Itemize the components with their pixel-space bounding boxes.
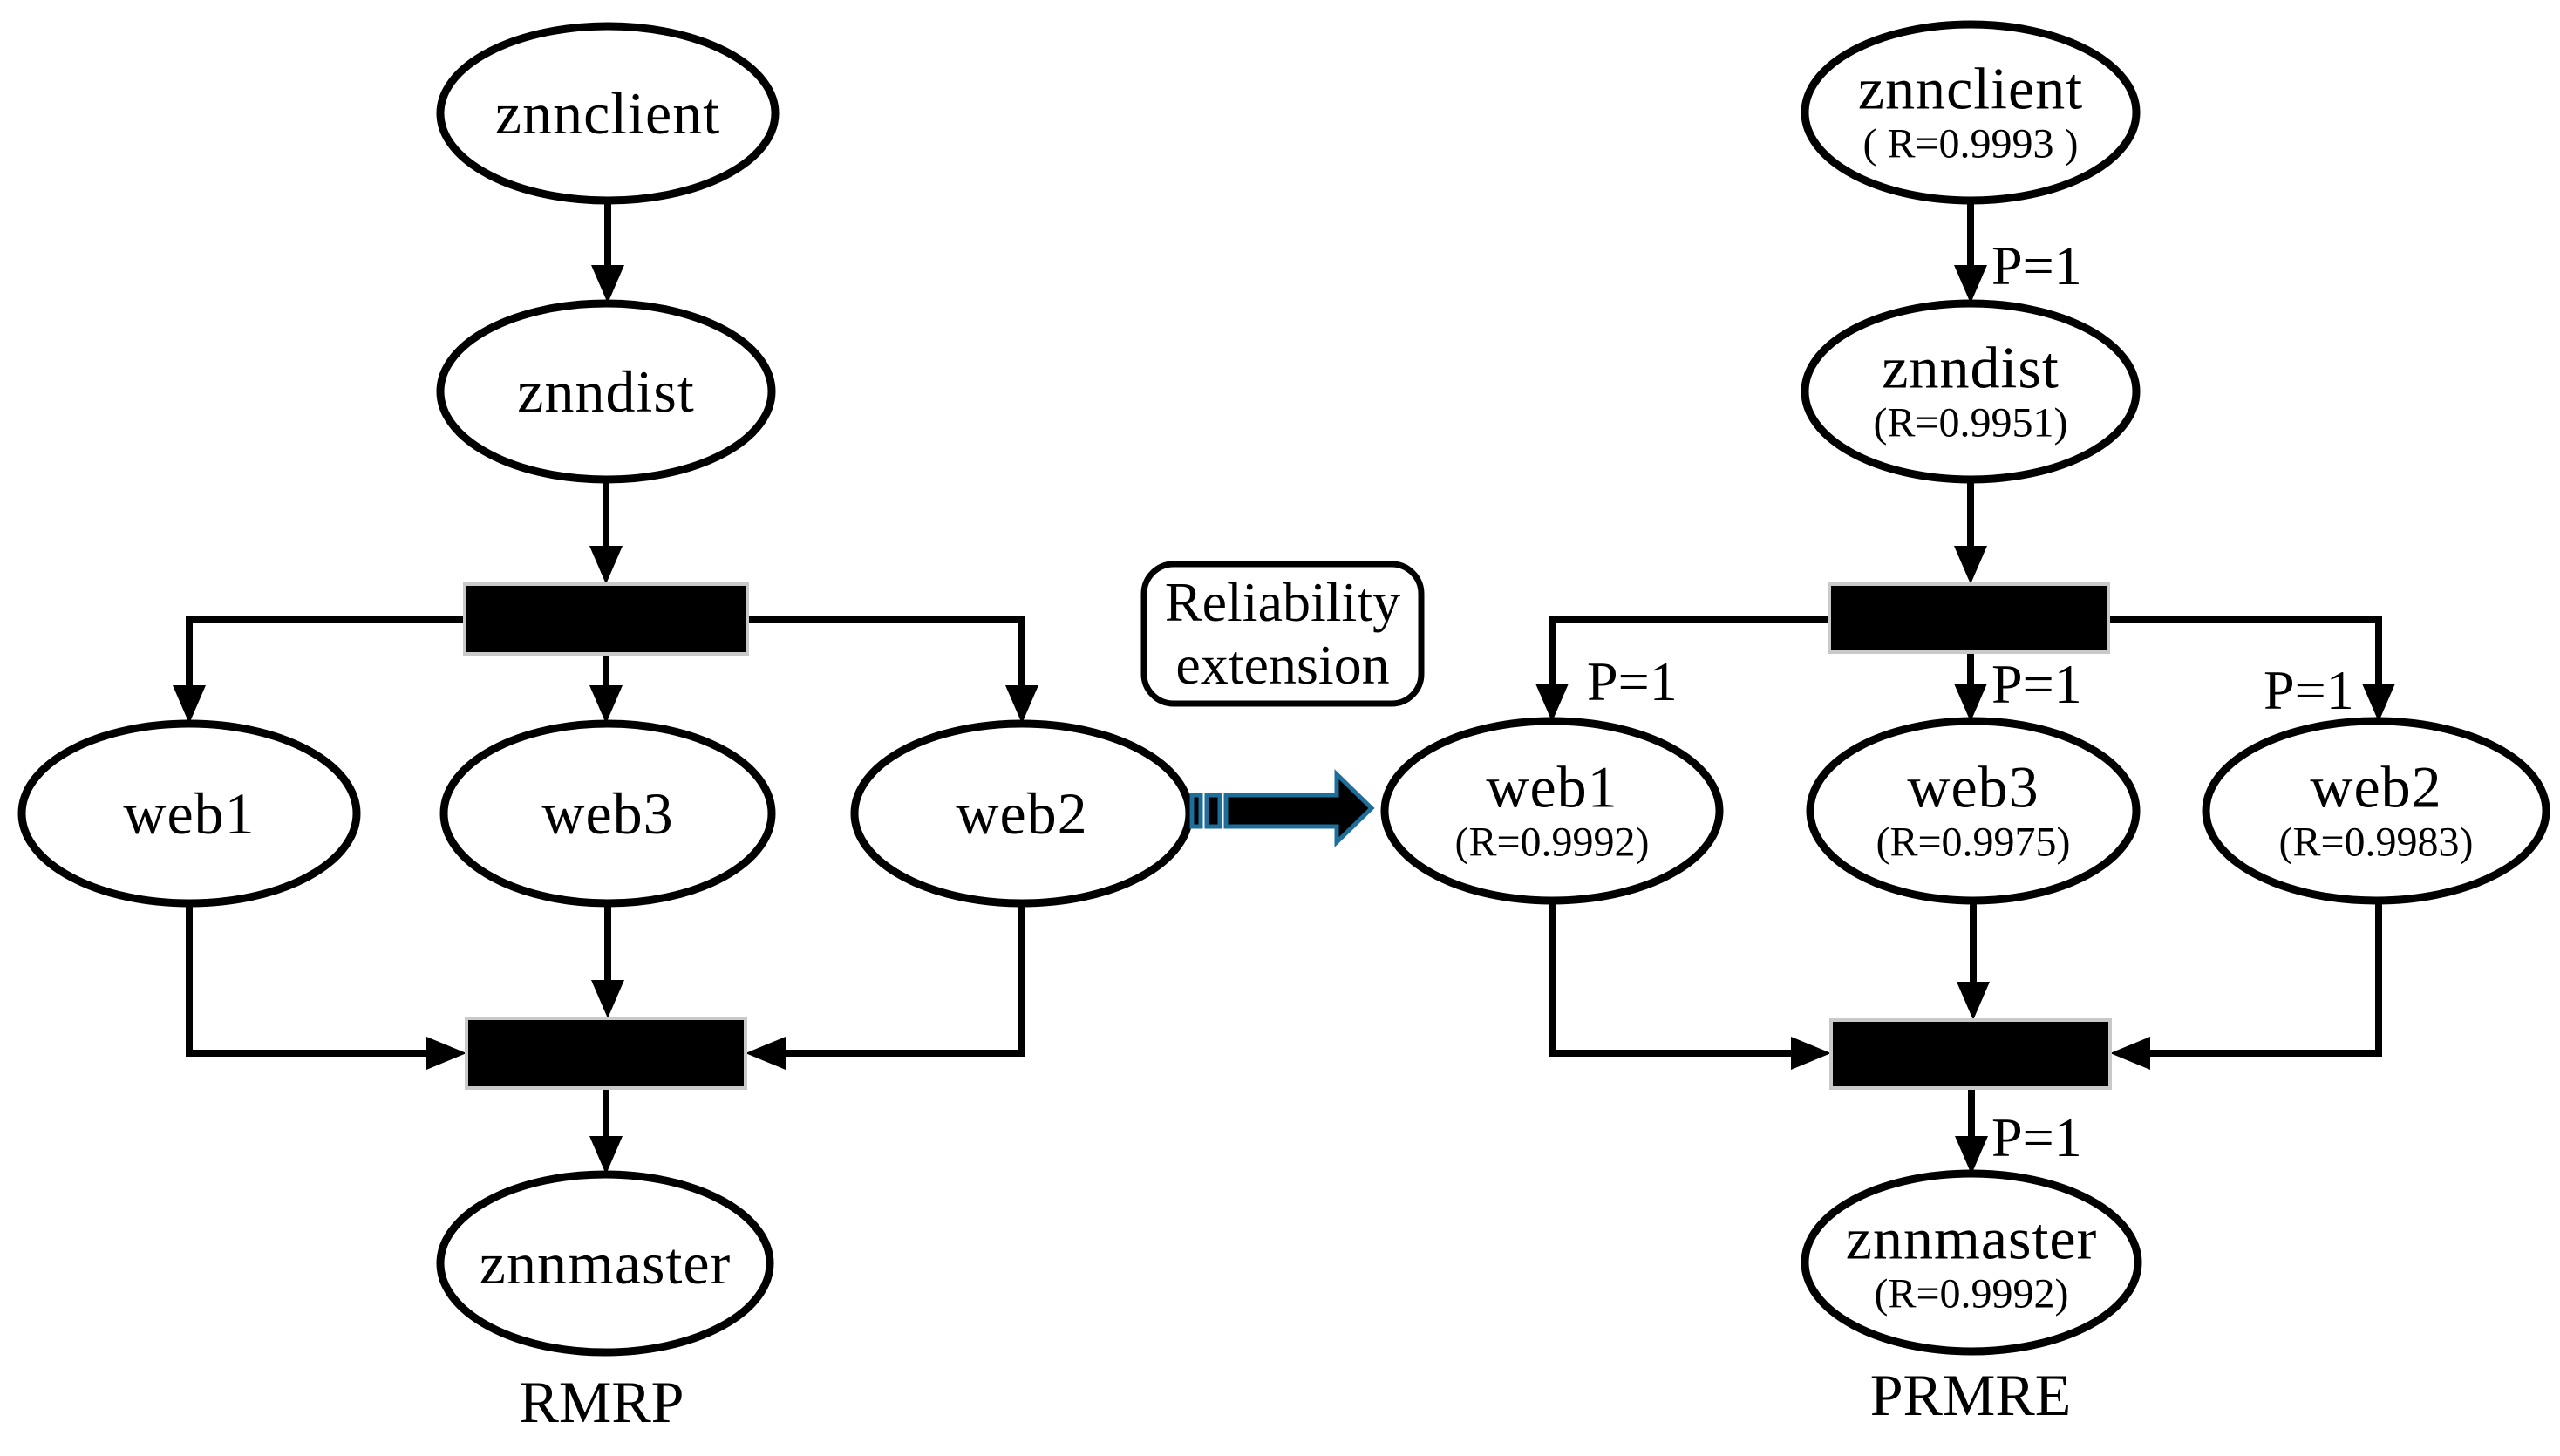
node-ellipse-left-web2 — [850, 719, 1194, 908]
node-label: znnclient — [1857, 55, 2084, 122]
node-left-web2: web2 — [956, 782, 1087, 845]
edge-right-znndist-fork — [1954, 480, 1987, 584]
node-left-znnclient: znnclient — [495, 82, 720, 145]
edge-label-fork-web2: P=1 — [2264, 659, 2354, 721]
arrowhead-down-icon — [591, 265, 624, 303]
arrowhead-down-icon — [1957, 982, 1990, 1020]
fork-bar-right — [1828, 582, 2110, 654]
edge-right-fork-web3 — [1954, 652, 1987, 722]
node-label: web2 — [2310, 753, 2442, 820]
node-label: web3 — [1907, 753, 2039, 820]
arrowhead-down-icon — [1954, 684, 1987, 722]
reliability-extension-box — [1140, 561, 1425, 707]
reliability-extension-arrow-icon — [1189, 769, 1375, 847]
arrowhead-down-icon — [1954, 546, 1987, 584]
node-right-web1: web1 (R=0.9992) — [1454, 755, 1649, 866]
arrowhead-down-icon — [589, 685, 623, 724]
arrowhead-down-icon — [2362, 684, 2395, 722]
edge-right-web1-join — [1549, 901, 1831, 1070]
node-right-znnmaster: znnmaster (R=0.9992) — [1846, 1207, 2097, 1317]
reliability-extension-line2: extension — [1175, 634, 1390, 696]
edge-left-fork-web2 — [747, 616, 1038, 724]
node-reliability: (R=0.9992) — [1454, 819, 1650, 866]
node-ellipse-left-znnmaster — [436, 1170, 774, 1357]
node-ellipse-left-web1 — [17, 719, 361, 908]
node-ellipse-right-web2 — [2202, 717, 2550, 905]
edge-label-client-dist: P=1 — [1991, 235, 2082, 296]
edge-right-web2-join — [2110, 901, 2382, 1070]
node-reliability: (R=0.9975) — [1876, 819, 2071, 866]
arrowhead-down-icon — [173, 685, 206, 724]
arrowhead-down-icon — [589, 1136, 623, 1174]
node-label: znndist — [1882, 334, 2060, 401]
node-label: web1 — [123, 779, 255, 847]
node-label: znnmaster — [479, 1229, 732, 1296]
node-reliability: (R=0.9983) — [2278, 819, 2474, 866]
edge-label-fork-web1: P=1 — [1587, 650, 1678, 712]
arrowhead-right-icon — [1791, 1037, 1831, 1070]
edge-right-znnclient-znndist — [1954, 201, 1987, 303]
edge-left-znndist-fork — [589, 480, 623, 584]
edge-right-fork-web1 — [1535, 616, 1829, 722]
arrowhead-right-icon — [426, 1037, 466, 1070]
edge-label-join-master: P=1 — [1991, 1106, 2082, 1168]
join-bar-left — [465, 1017, 747, 1090]
node-label: znnmaster — [1845, 1205, 2098, 1272]
node-ellipse-left-web3 — [439, 719, 776, 908]
node-ellipse-left-znnclient — [436, 22, 780, 205]
arrowhead-down-icon — [1005, 685, 1038, 724]
node-right-web3: web3 (R=0.9975) — [1876, 755, 2070, 866]
node-right-web2: web2 (R=0.9983) — [2278, 755, 2473, 866]
arrowhead-down-icon — [591, 980, 624, 1018]
node-label: web3 — [541, 779, 674, 847]
edge-left-web2-join — [746, 903, 1025, 1070]
arrowhead-down-icon — [589, 546, 623, 584]
arrowhead-left-icon — [746, 1037, 786, 1070]
edge-left-fork-web3 — [589, 654, 623, 724]
node-reliability: (R=0.9992) — [1874, 1270, 2069, 1317]
edge-left-join-znnmaster — [589, 1088, 623, 1174]
left-diagram-title: RMRP — [519, 1369, 684, 1435]
arrowhead-down-icon — [1955, 1136, 1988, 1174]
node-reliability: ( R=0.9993 ) — [1862, 120, 2079, 167]
arrowhead-down-icon — [1954, 265, 1987, 303]
right-diagram-title: PRMRE — [1869, 1362, 2072, 1428]
node-label: web1 — [1486, 753, 1618, 820]
node-right-znndist: znndist (R=0.9951) — [1873, 336, 2067, 446]
arrowhead-left-icon — [2110, 1037, 2150, 1070]
edge-right-web3-join — [1957, 901, 1990, 1020]
edge-left-web1-join — [186, 903, 466, 1070]
reliability-extension-line1: Reliability — [1164, 571, 1401, 634]
edge-left-web3-join — [591, 903, 624, 1018]
node-ellipse-left-znndist — [436, 299, 776, 484]
node-label: web2 — [956, 779, 1088, 847]
join-bar-right — [1829, 1018, 2112, 1090]
edge-right-join-znnmaster — [1955, 1088, 1988, 1174]
edge-left-fork-web1 — [173, 616, 465, 724]
edge-left-znnclient-znndist — [591, 201, 624, 303]
node-right-znnclient: znnclient ( R=0.9993 ) — [1858, 57, 2083, 167]
node-left-web1: web1 — [123, 782, 255, 845]
fork-bar-left — [463, 582, 749, 656]
node-ellipse-right-web3 — [1806, 717, 2141, 905]
node-ellipse-right-web1 — [1380, 717, 1724, 905]
node-ellipse-right-znnmaster — [1801, 1169, 2142, 1356]
node-label: znnclient — [494, 79, 721, 146]
node-reliability: (R=0.9951) — [1873, 399, 2068, 446]
node-ellipse-right-znndist — [1801, 299, 2141, 484]
node-left-znndist: znndist — [517, 360, 694, 423]
node-left-znnmaster: znnmaster — [480, 1232, 731, 1295]
edge-right-fork-web2 — [2108, 616, 2395, 722]
node-left-web3: web3 — [541, 782, 673, 845]
node-label: znndist — [517, 357, 695, 425]
reliability-extension-label: Reliability extension — [1144, 564, 1421, 704]
arrowhead-down-icon — [1535, 684, 1569, 722]
edge-label-fork-web3: P=1 — [1991, 653, 2082, 715]
node-ellipse-right-znnclient — [1801, 20, 2141, 205]
